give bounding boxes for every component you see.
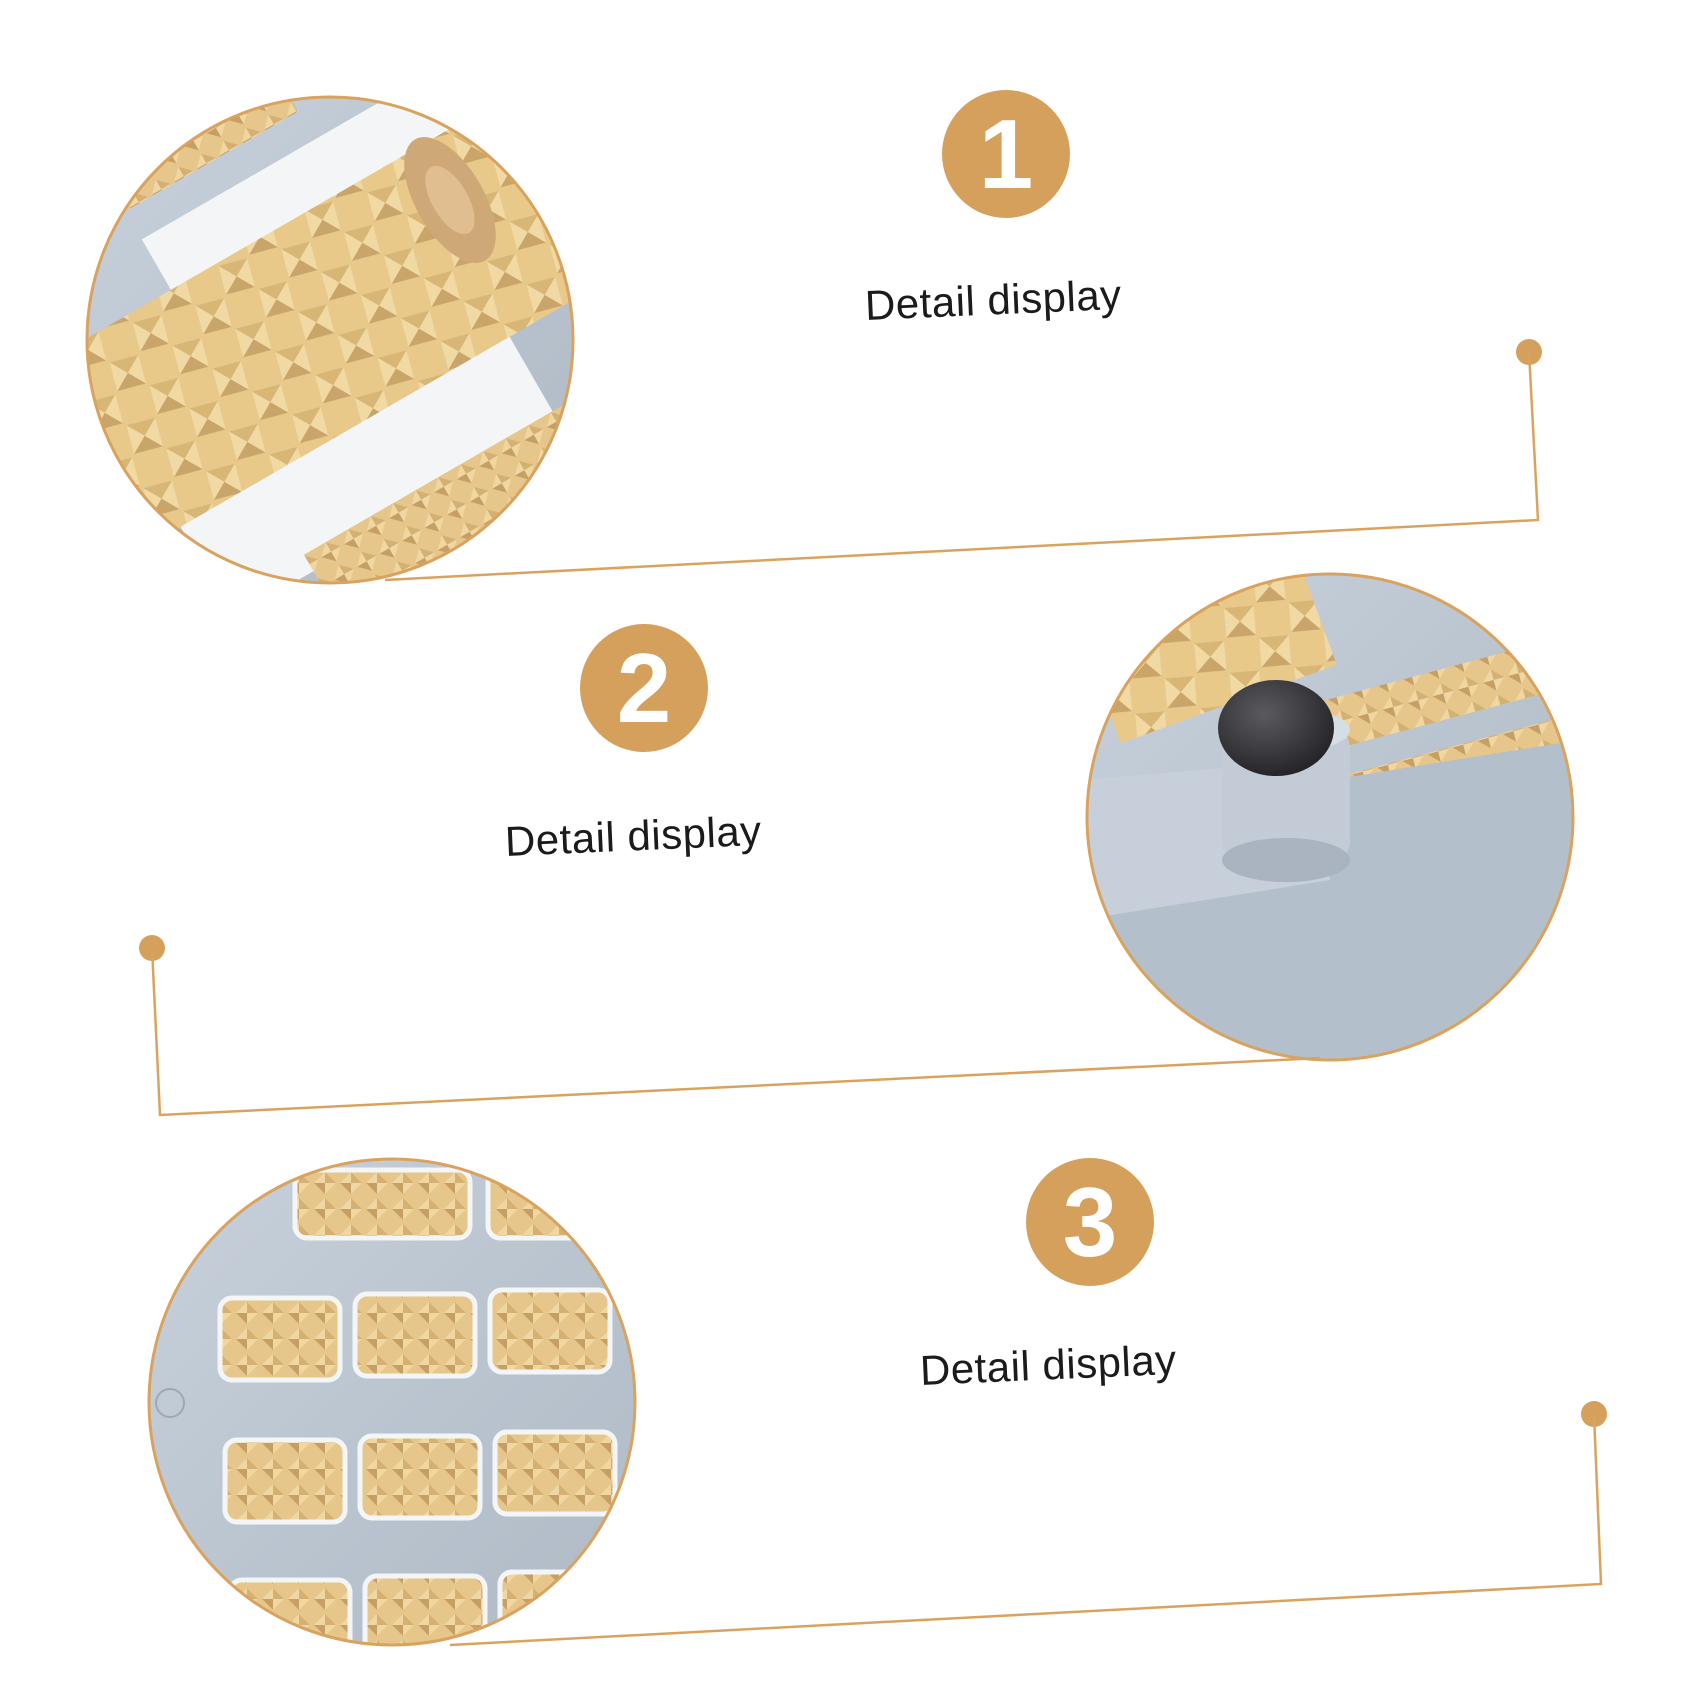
number-badge-3: 3 <box>1026 1158 1154 1286</box>
rubber-foot-closeup-photo <box>1085 572 1575 1062</box>
roller-closeup-photo <box>85 95 575 585</box>
connector-line-2 <box>139 935 1321 1117</box>
connector-line-3 <box>449 1401 1607 1647</box>
connector-line-1 <box>384 339 1542 582</box>
number-badge-2: 2 <box>580 624 708 752</box>
roller-grid-closeup-photo <box>147 1157 637 1647</box>
number-badge-1: 1 <box>942 90 1070 218</box>
